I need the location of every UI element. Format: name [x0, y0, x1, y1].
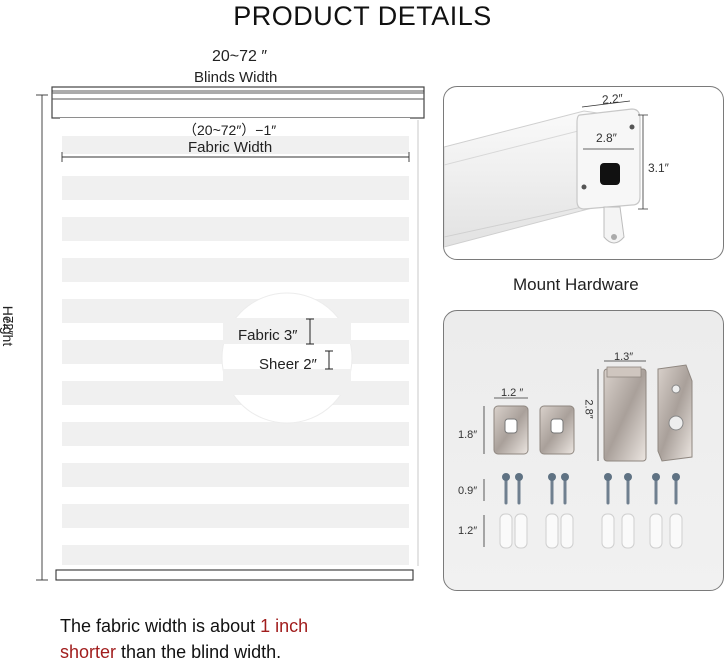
mount-height-dim: 2.8″: [582, 399, 595, 419]
fabric-stripe: [62, 217, 409, 241]
note-text: than the blind width.: [116, 642, 282, 662]
mount-hardware-caption: Mount Hardware: [513, 275, 639, 294]
hardware-illustration: [483, 360, 693, 549]
bracket-width-dim: 1.2 ″: [501, 387, 524, 399]
wall-anchors: [499, 513, 683, 549]
fabric-stripe: [62, 258, 409, 282]
fabric-width-formula: （20~72″）−1″: [183, 122, 277, 138]
fabric-stripe: [62, 136, 409, 154]
small-bracket: [493, 405, 529, 455]
screw-heads: [502, 473, 680, 481]
screw-length-dim: 0.9″: [458, 485, 478, 497]
fabric-thickness-label: Fabric 3″: [238, 327, 298, 344]
screws: [504, 475, 678, 505]
blinds-width-range: 20~72 ″: [212, 48, 268, 65]
fabric-stripe: [62, 545, 409, 565]
sheer-thickness-label: Sheer 2″: [259, 356, 317, 373]
end-cap: [576, 108, 641, 210]
small-bracket: [539, 405, 575, 455]
bottom-rail: [55, 569, 414, 581]
zoom-fabric-band: [223, 318, 351, 344]
note-text: The fabric width is about: [60, 616, 261, 636]
hardware-panel: 1.2 ″ 1.8″ 1.3″ 2.8″ 0.9″ 1.2″: [443, 310, 724, 591]
fabric-width-label: Fabric Width: [188, 139, 273, 156]
page-title: PRODUCT DETAILS: [233, 1, 492, 31]
mount-bracket: [657, 364, 693, 462]
headrail-top-dim: 2.2″: [601, 91, 624, 107]
mount-bracket: [603, 366, 647, 462]
fabric-stripe: [62, 463, 409, 487]
blinds-width-label: Blinds Width: [194, 69, 278, 86]
headrail-height-dim: 3.1″: [648, 161, 669, 175]
height-value: 72″: [1, 315, 17, 336]
hanging-tab: [603, 206, 625, 244]
fabric-stripe: [62, 176, 409, 200]
fabric-stripe: [62, 422, 409, 446]
headrail-inner-dim: 2.8″: [596, 131, 617, 145]
fabric-stripe: [62, 504, 409, 528]
headrail-outline: [51, 86, 425, 119]
headrail-panel: 2.2″ 2.8″ 3.1″: [443, 86, 724, 260]
mount-width-dim: 1.3″: [614, 351, 634, 363]
note-highlight: 1 inch: [260, 616, 309, 636]
anchor-length-dim: 1.2″: [458, 525, 478, 537]
note-highlight: shorter: [60, 642, 117, 662]
headrail-illustration: [444, 100, 648, 248]
zoom-fabric-band: [223, 369, 351, 395]
width-note: The fabric width is about 1 inch shorter…: [60, 613, 308, 665]
bracket-height-dim: 1.8″: [458, 429, 478, 441]
end-cap-slot: [600, 163, 620, 185]
